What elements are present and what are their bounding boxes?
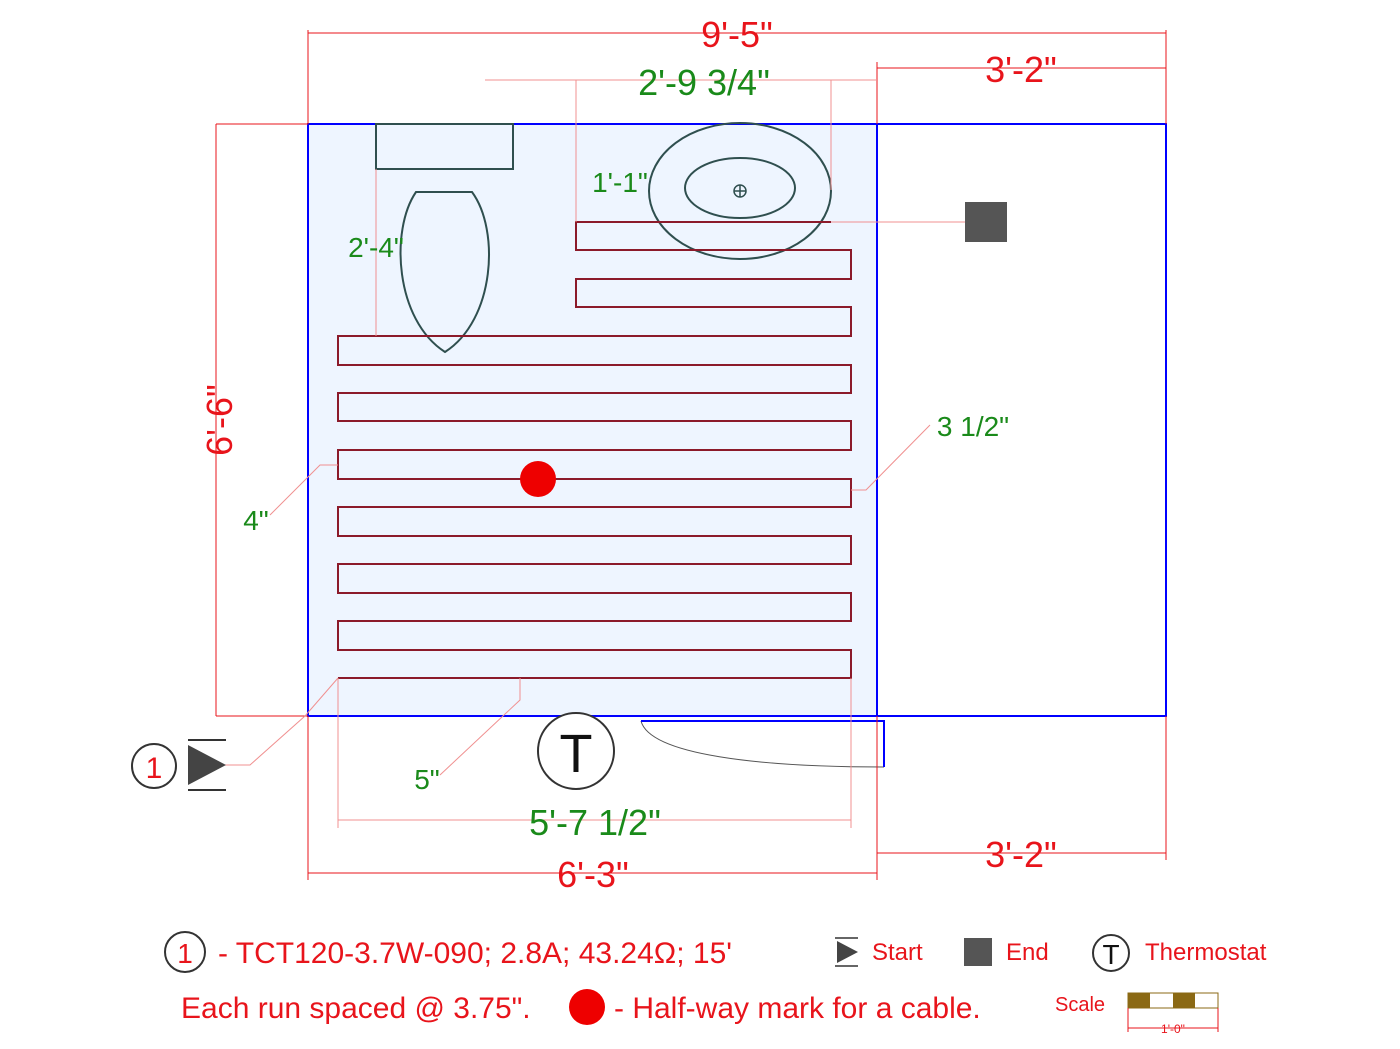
dim-right-bottom: 3'-2" bbox=[985, 834, 1057, 875]
unheated-area bbox=[876, 123, 1167, 717]
legend-cable-id: 1 bbox=[177, 938, 193, 969]
dim-right-top: 3'-2" bbox=[985, 49, 1057, 90]
sink-basin bbox=[684, 157, 796, 219]
cable-number: 1 bbox=[146, 752, 163, 785]
scale-bar bbox=[1127, 992, 1219, 1032]
legend-start-label: Start bbox=[872, 939, 923, 966]
cable-number-circle bbox=[131, 743, 177, 789]
dimension-lines bbox=[215, 30, 1167, 880]
dim-overall-width: 9'-5" bbox=[701, 14, 773, 55]
thermostat-symbol: T bbox=[560, 724, 593, 784]
dim-toilet-offset: 2'-4" bbox=[348, 232, 404, 263]
legend-scale-value: 1'-0" bbox=[1161, 1022, 1185, 1036]
dim-cable-length: 5'-7 1/2" bbox=[529, 802, 661, 843]
legend-end-icon bbox=[964, 938, 992, 966]
thermostat-circle bbox=[537, 712, 615, 790]
legend-halfway-note: - Half-way mark for a cable. bbox=[614, 992, 981, 1025]
legend-thermostat-icon bbox=[1092, 934, 1130, 972]
dim-wall-gap-right: 3 1/2" bbox=[937, 411, 1009, 442]
legend-start-icon bbox=[835, 937, 858, 967]
dim-sink-offset: 1'-1" bbox=[592, 167, 648, 198]
legend-end-label: End bbox=[1006, 939, 1049, 966]
legend-scale-label: Scale bbox=[1055, 994, 1105, 1016]
toilet-tank bbox=[375, 123, 514, 170]
dim-heated-width: 6'-3" bbox=[557, 854, 629, 895]
toilet-bowl bbox=[399, 191, 490, 354]
legend-cable-spec: - TCT120-3.7W-090; 2.8A; 43.24Ω; 15' bbox=[218, 937, 732, 970]
legend-halfway-icon bbox=[569, 989, 605, 1025]
legend-cable-circle bbox=[164, 931, 206, 973]
cable-end-marker bbox=[965, 202, 1007, 242]
legend-spacing-note: Each run spaced @ 3.75". bbox=[181, 992, 531, 1025]
dim-vanity-width: 2'-9 3/4" bbox=[638, 62, 770, 103]
legend-thermostat-symbol: T bbox=[1102, 939, 1119, 970]
drain-icon bbox=[733, 184, 747, 198]
sink bbox=[648, 122, 832, 260]
dim-wall-gap-left: 4" bbox=[243, 505, 269, 536]
start-icon bbox=[188, 739, 226, 791]
dim-height: 6'-6" bbox=[199, 384, 240, 456]
legend-thermostat-label: Thermostat bbox=[1145, 939, 1267, 966]
door-swing bbox=[640, 720, 885, 768]
heating-cable bbox=[337, 221, 852, 679]
half-way-mark bbox=[520, 461, 556, 497]
dim-bottom-gap: 5" bbox=[414, 764, 440, 795]
